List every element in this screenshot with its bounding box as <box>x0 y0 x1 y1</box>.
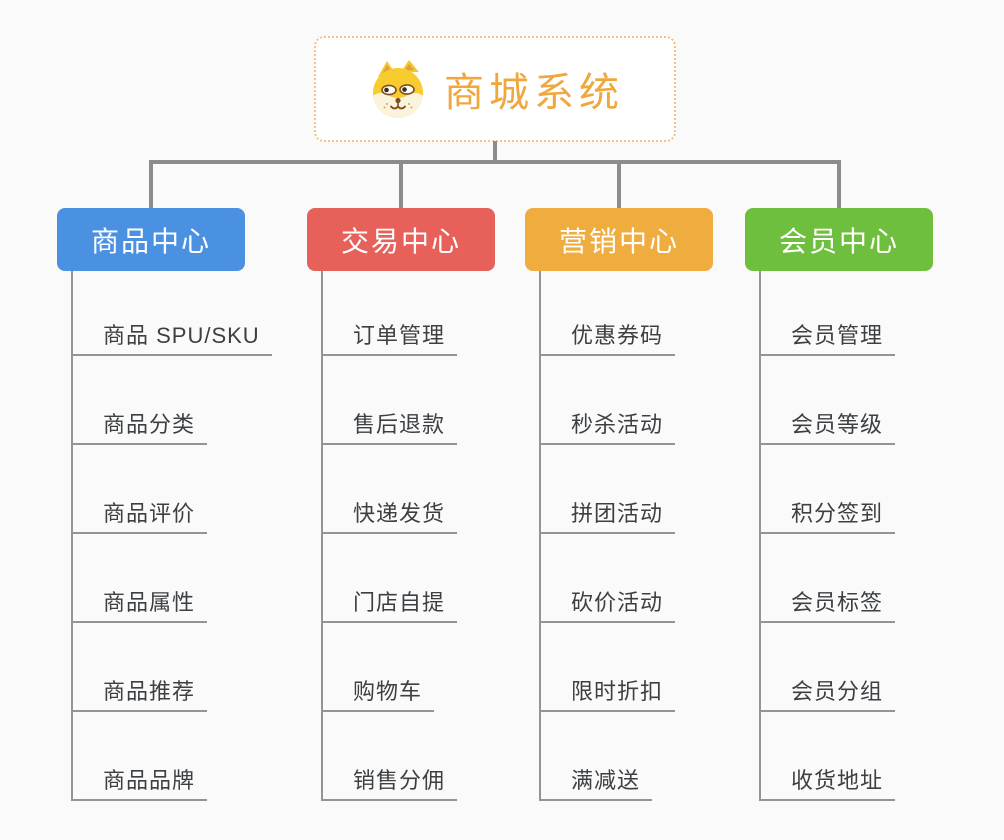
child-topic[interactable]: 商品分类 <box>71 411 208 445</box>
child-topic[interactable]: 会员管理 <box>759 322 896 356</box>
child-topic[interactable]: 商品推荐 <box>71 678 208 712</box>
branch-node-product-center[interactable]: 商品中心 <box>57 208 245 271</box>
connector-child-line-trade <box>321 271 323 801</box>
child-topic[interactable]: 满减送 <box>539 767 653 801</box>
connector-child-line-member <box>759 271 761 801</box>
root-node-mall-system[interactable]: 商城系统 <box>314 36 676 142</box>
child-topic[interactable]: 优惠券码 <box>539 322 676 356</box>
child-topic[interactable]: 商品品牌 <box>71 767 208 801</box>
connector-drop-marketing <box>617 160 621 209</box>
branch-node-trade-center[interactable]: 交易中心 <box>307 208 495 271</box>
connector-drop-trade <box>399 160 403 209</box>
child-topic[interactable]: 购物车 <box>321 678 435 712</box>
child-topic[interactable]: 拼团活动 <box>539 500 676 534</box>
child-topic[interactable]: 限时折扣 <box>539 678 676 712</box>
child-topic[interactable]: 销售分佣 <box>321 767 458 801</box>
child-topic[interactable]: 商品属性 <box>71 589 208 623</box>
child-topic[interactable]: 积分签到 <box>759 500 896 534</box>
connector-child-line-product <box>71 271 73 801</box>
connector-root-stem <box>493 141 497 161</box>
connector-drop-product <box>149 160 153 209</box>
child-topic[interactable]: 快递发货 <box>321 500 458 534</box>
child-topic[interactable]: 会员标签 <box>759 589 896 623</box>
child-topic[interactable]: 会员等级 <box>759 411 896 445</box>
child-topic[interactable]: 商品评价 <box>71 500 208 534</box>
root-title: 商城系统 <box>444 71 624 115</box>
child-topic[interactable]: 会员分组 <box>759 678 896 712</box>
dog-face-icon <box>373 60 423 118</box>
child-topic[interactable]: 售后退款 <box>321 411 458 445</box>
child-topic[interactable]: 商品 SPU/SKU <box>71 322 272 356</box>
connector-bus <box>149 160 841 164</box>
branch-node-marketing-center[interactable]: 营销中心 <box>525 208 713 271</box>
child-topic[interactable]: 门店自提 <box>321 589 458 623</box>
child-topic[interactable]: 收货地址 <box>759 767 896 801</box>
branch-node-member-center[interactable]: 会员中心 <box>745 208 933 271</box>
connector-drop-member <box>837 160 841 209</box>
child-topic[interactable]: 秒杀活动 <box>539 411 676 445</box>
connector-child-line-marketing <box>539 271 541 801</box>
child-topic[interactable]: 砍价活动 <box>539 589 676 623</box>
child-topic[interactable]: 订单管理 <box>321 322 458 356</box>
